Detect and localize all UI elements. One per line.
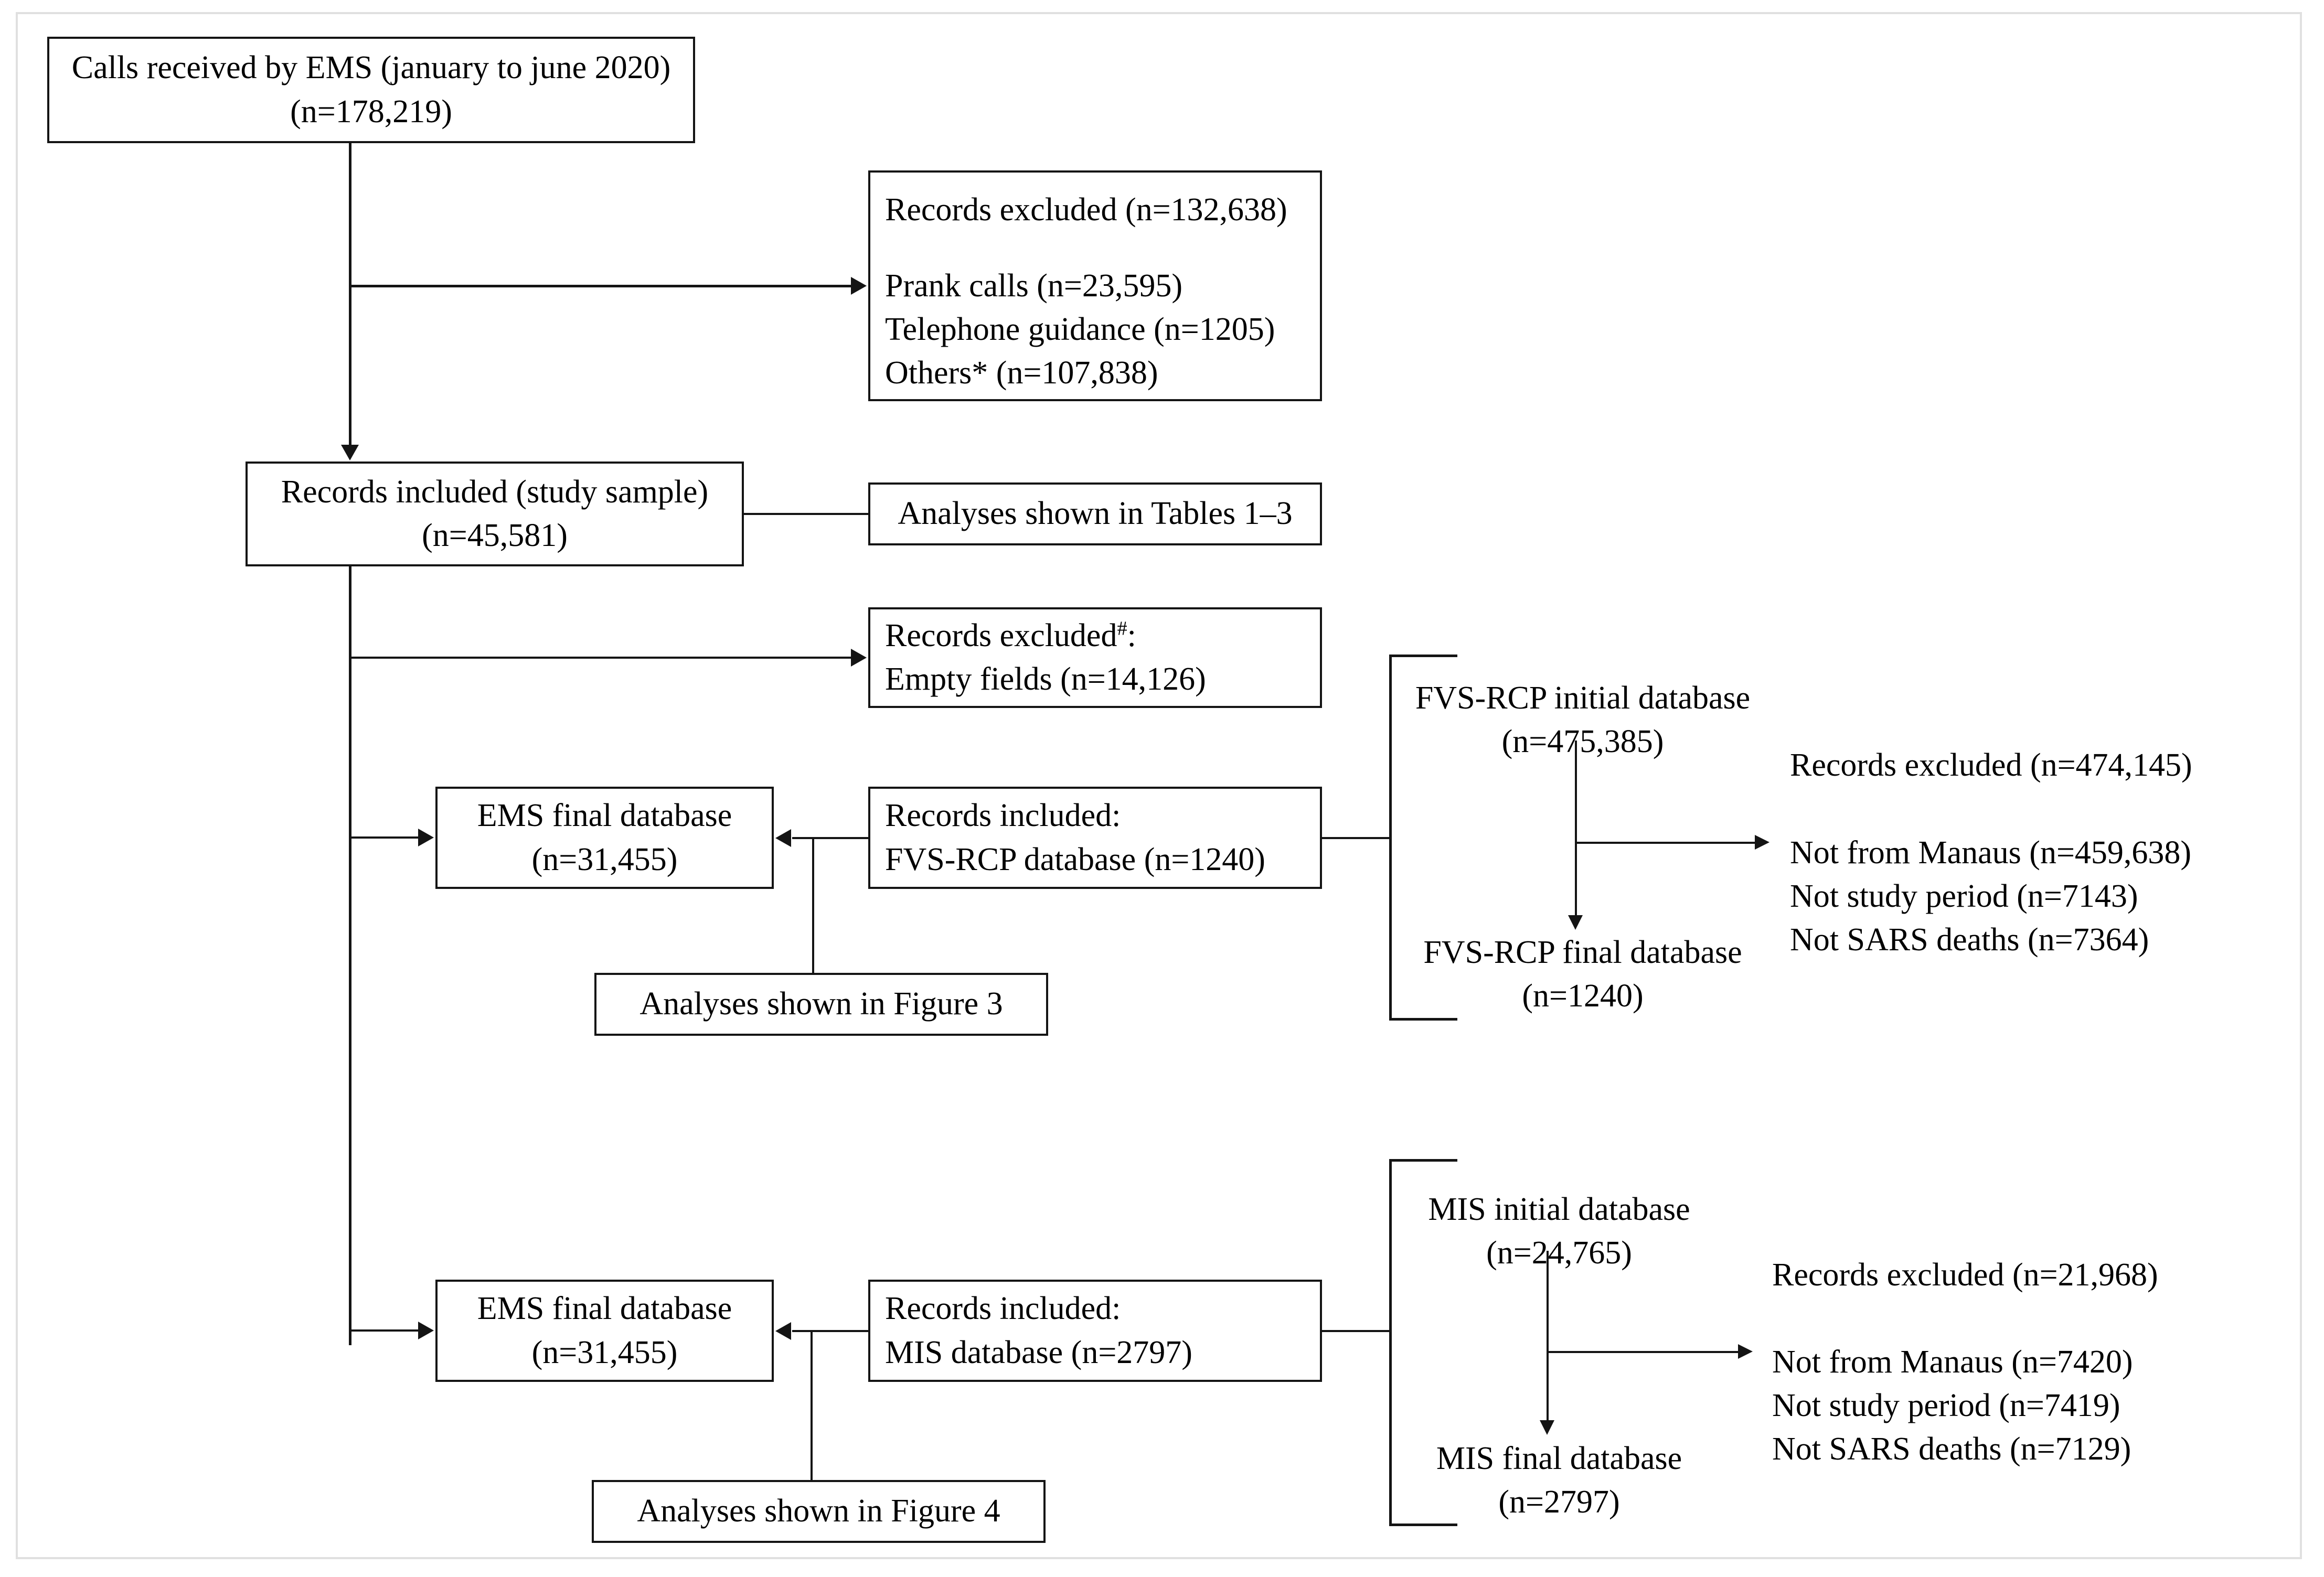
node-records-excluded-empty-line2: Empty fields (n=14,126) — [885, 661, 1206, 697]
node-records-excluded-top-telephone: Telephone guidance (n=1205) — [885, 312, 1275, 348]
node-records-excluded-top-total: Records excluded (n=132,638) — [885, 192, 1287, 228]
arrow-mis-to-ems — [775, 1322, 791, 1340]
label-fvs-excluded-reasons: Not from Manaus (n=459,638) Not study pe… — [1790, 831, 2191, 962]
label-mis-final-line1: MIS final database — [1436, 1441, 1682, 1476]
arrow-fvs-to-ems — [775, 829, 791, 847]
label-mis-excluded-period: Not study period (n=7419) — [1772, 1388, 2120, 1424]
label-fvs-initial: FVS-RCP initial database (n=475,385) — [1402, 677, 1764, 764]
connector-fvs-to-figure3 — [812, 837, 814, 974]
node-analyses-figure3-label: Analyses shown in Figure 3 — [639, 986, 1003, 1022]
arrow-fvs-initial-to-final — [1568, 915, 1583, 930]
connector-to-excluded-top — [349, 285, 852, 287]
label-fvs-excluded-total: Records excluded (n=474,145) — [1790, 744, 2192, 787]
node-records-included-fvs-line2: FVS-RCP database (n=1240) — [885, 841, 1265, 877]
connector-mis-to-ems — [792, 1330, 870, 1332]
node-records-excluded-empty: Records excluded#: Empty fields (n=14,12… — [868, 607, 1322, 708]
node-records-excluded-top-prank: Prank calls (n=23,595) — [885, 268, 1183, 304]
label-fvs-final-line1: FVS-RCP final database — [1423, 935, 1742, 970]
records-excluded-empty-colon: : — [1127, 617, 1136, 653]
label-mis-initial: MIS initial database (n=24,765) — [1402, 1188, 1717, 1275]
arrow-to-excluded-top — [851, 277, 867, 295]
arrow-mis-to-exclusions — [1738, 1344, 1753, 1359]
node-ems-final-bottom: EMS final database (n=31,455) — [435, 1280, 774, 1382]
label-fvs-initial-line2: (n=475,385) — [1501, 724, 1664, 760]
node-records-included-mis-line2: MIS database (n=2797) — [885, 1334, 1192, 1370]
label-fvs-initial-line1: FVS-RCP initial database — [1415, 680, 1751, 716]
connector-fvs-to-ems — [792, 837, 870, 839]
label-mis-final-line2: (n=2797) — [1498, 1484, 1620, 1520]
node-ems-final-bottom-line1: EMS final database — [477, 1291, 732, 1327]
connector-trunk-top — [349, 143, 351, 446]
node-records-included-sample-line2: (n=45,581) — [422, 518, 568, 553]
node-ems-final-top-line2: (n=31,455) — [531, 841, 678, 877]
node-records-included-fvs: Records included: FVS-RCP database (n=12… — [868, 787, 1322, 889]
node-records-excluded-top-others: Others* (n=107,838) — [885, 355, 1158, 391]
node-records-included-sample-line1: Records included (study sample) — [281, 474, 709, 510]
connector-fvs-to-exclusions — [1575, 842, 1758, 844]
connector-mis-box-to-bracket — [1322, 1330, 1390, 1332]
node-records-included-sample: Records included (study sample) (n=45,58… — [246, 462, 744, 566]
connector-mis-to-figure4 — [811, 1330, 813, 1482]
label-mis-excluded-manaus: Not from Manaus (n=7420) — [1772, 1344, 2133, 1380]
label-mis-excluded-total-line1: Records excluded (n=21,968) — [1772, 1257, 2158, 1293]
node-records-excluded-top: Records excluded (n=132,638) Prank calls… — [868, 170, 1322, 401]
label-fvs-excluded-sars: Not SARS deaths (n=7364) — [1790, 922, 2149, 958]
node-calls-received-line1: Calls received by EMS (january to june 2… — [71, 50, 671, 86]
arrow-to-excluded-empty — [851, 649, 867, 667]
label-fvs-excluded-period: Not study period (n=7143) — [1790, 878, 2138, 915]
label-fvs-excluded-total-line1: Records excluded (n=474,145) — [1790, 747, 2192, 783]
arrow-fvs-to-exclusions — [1755, 835, 1769, 850]
label-fvs-final-line2: (n=1240) — [1522, 978, 1644, 1014]
node-records-included-mis: Records included: MIS database (n=2797) — [868, 1280, 1322, 1382]
connector-fvs-initial-to-final — [1575, 741, 1577, 919]
spacer-line — [885, 232, 1320, 264]
label-mis-excluded-sars: Not SARS deaths (n=7129) — [1772, 1431, 2131, 1467]
arrow-to-ems-final-bottom — [418, 1322, 434, 1339]
node-records-included-fvs-line1: Records included: — [885, 798, 1121, 834]
node-records-excluded-empty-line1: Records excluded#: — [885, 614, 1320, 658]
bracket-mis-subflow — [1389, 1159, 1457, 1526]
node-analyses-tables-label: Analyses shown in Tables 1–3 — [898, 496, 1293, 532]
hash-superscript: # — [1117, 617, 1127, 640]
node-calls-received: Calls received by EMS (january to june 2… — [47, 37, 695, 143]
node-ems-final-top: EMS final database (n=31,455) — [435, 787, 774, 889]
node-records-included-mis-line1: Records included: — [885, 1291, 1121, 1327]
connector-to-ems-final-top — [349, 836, 420, 839]
arrow-mis-initial-to-final — [1540, 1420, 1554, 1435]
label-fvs-excluded-manaus: Not from Manaus (n=459,638) — [1790, 835, 2192, 871]
arrow-trunk-top-to-sample — [341, 445, 359, 460]
label-mis-excluded-reasons: Not from Manaus (n=7420) Not study perio… — [1772, 1340, 2133, 1471]
node-calls-received-line2: (n=178,219) — [290, 93, 452, 130]
records-excluded-empty-text: Records excluded — [885, 617, 1117, 653]
label-mis-initial-line1: MIS initial database — [1428, 1192, 1690, 1227]
connector-fvs-box-to-bracket — [1322, 837, 1390, 839]
node-analyses-figure4: Analyses shown in Figure 4 — [592, 1480, 1046, 1543]
arrow-to-ems-final-top — [418, 829, 434, 846]
label-mis-excluded-total: Records excluded (n=21,968) — [1772, 1253, 2158, 1297]
label-mis-initial-line2: (n=24,765) — [1486, 1235, 1632, 1271]
node-ems-final-top-line1: EMS final database — [477, 798, 732, 834]
node-analyses-tables: Analyses shown in Tables 1–3 — [868, 482, 1322, 545]
node-ems-final-bottom-line2: (n=31,455) — [531, 1334, 678, 1370]
node-analyses-figure3: Analyses shown in Figure 3 — [594, 973, 1048, 1036]
connector-to-excluded-empty — [349, 657, 852, 659]
label-fvs-final: FVS-RCP final database (n=1240) — [1402, 931, 1764, 1018]
connector-mis-initial-to-final — [1547, 1251, 1549, 1424]
connector-sample-to-tables — [744, 513, 870, 515]
bracket-fvs-subflow — [1389, 655, 1457, 1021]
connector-to-ems-final-bottom — [349, 1329, 420, 1332]
connector-mis-to-exclusions — [1547, 1351, 1742, 1353]
connector-spine-main — [349, 566, 351, 1345]
label-mis-final: MIS final database (n=2797) — [1402, 1437, 1717, 1524]
node-analyses-figure4-label: Analyses shown in Figure 4 — [637, 1493, 1000, 1529]
